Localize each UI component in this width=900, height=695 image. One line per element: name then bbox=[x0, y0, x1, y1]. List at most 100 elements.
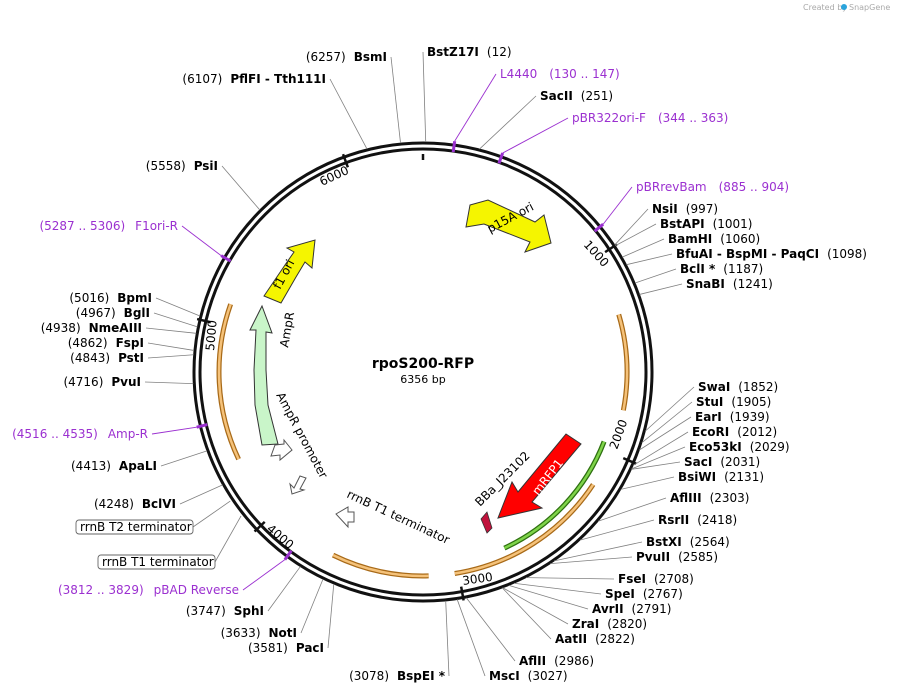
site-position: (2791) bbox=[632, 602, 672, 616]
primer-labels: L4440(130 .. 147)pBR322ori-F(344 .. 363)… bbox=[12, 67, 789, 597]
feature-ampr[interactable]: AmpR bbox=[249, 304, 297, 446]
leader-bsmi bbox=[390, 56, 401, 144]
site-position: (4862) bbox=[68, 336, 108, 350]
leader-eco53ki bbox=[631, 446, 686, 470]
site-position: (2822) bbox=[595, 632, 635, 646]
plasmid-length: 6356 bp bbox=[400, 373, 445, 386]
primer-mark-l4440 bbox=[451, 140, 457, 153]
primer-leader-f1ori-r bbox=[181, 225, 222, 256]
site-apali: (4413)ApaLI bbox=[71, 459, 157, 473]
site-labels: BstZ17I(12)SacII(251)NsiI(997)BstAPI(100… bbox=[41, 45, 867, 683]
tick-label-2000: 2000 bbox=[607, 418, 631, 451]
site-name: MscI bbox=[489, 669, 520, 683]
feature-rrnb-t1-small-arrow[interactable] bbox=[289, 475, 307, 495]
feature-f1-ori[interactable]: f1 ori bbox=[263, 239, 316, 304]
site-name: BamHI bbox=[668, 232, 712, 246]
site-position: (2131) bbox=[724, 470, 764, 484]
site-position: (12) bbox=[487, 45, 512, 59]
leader-bcli bbox=[634, 268, 677, 284]
site-sacii: SacII(251) bbox=[540, 89, 613, 103]
site-name: PstI bbox=[118, 351, 144, 365]
site-psii: (5558)PsiI bbox=[146, 159, 218, 173]
leader-bpmi bbox=[155, 297, 201, 317]
feature-label-rrnb-t1-terminator: rrnB T1 terminator bbox=[345, 487, 452, 547]
site-paci: (3581)PacI bbox=[248, 641, 324, 655]
site-bstapi: BstAPI(1001) bbox=[660, 217, 752, 231]
feature-rrnb-t1-terminator[interactable]: rrnB T1 terminator bbox=[335, 487, 452, 547]
primer-leader-pbr322ori-f bbox=[502, 117, 569, 154]
site-position: (1905) bbox=[731, 395, 771, 409]
site-bclvi: (4248)BclVI bbox=[94, 497, 176, 511]
site-aflii: AflII(2986) bbox=[519, 654, 594, 668]
tick-1000 bbox=[604, 243, 618, 254]
site-pflfi-tth111i: (6107)PflFI - Tth111I bbox=[182, 72, 326, 86]
site-position: (2029) bbox=[750, 440, 790, 454]
site-spei: SpeI(2767) bbox=[605, 587, 683, 601]
leader-bspei bbox=[445, 600, 450, 677]
leader-bstapi bbox=[615, 223, 657, 247]
site-psti: (4843) PstI bbox=[70, 351, 144, 365]
site-position: (2012) bbox=[737, 425, 777, 439]
site-position: (6107) bbox=[182, 72, 222, 86]
site-msci: MscI(3027) bbox=[489, 669, 568, 683]
leader-rsrii bbox=[579, 519, 655, 541]
site-name: BfuAI - BspMI - PaqCI bbox=[676, 247, 819, 261]
site-position: (4938) bbox=[41, 321, 81, 335]
site-bsmi: (6257)BsmI bbox=[306, 50, 387, 64]
tick-label-4000: 4000 bbox=[264, 522, 296, 552]
site-name: AatII bbox=[555, 632, 587, 646]
site-position: (4843) bbox=[70, 351, 110, 365]
site-name: PsiI bbox=[194, 159, 218, 173]
site-position: (2767) bbox=[643, 587, 683, 601]
leader-aflii bbox=[466, 597, 516, 662]
site-name: BpmI bbox=[117, 291, 152, 305]
site-name: BsmI bbox=[354, 50, 387, 64]
leader-ecori bbox=[632, 431, 689, 466]
plasmid-name: rpoS200-RFP bbox=[372, 356, 474, 372]
site-position: (997) bbox=[686, 202, 718, 216]
primer-pbrrevbam: pBRrevBam(885 .. 904) bbox=[636, 180, 789, 194]
site-aatii: AatII (2822) bbox=[555, 632, 635, 646]
site-bstxi: BstXI(2564) bbox=[646, 535, 730, 549]
feature-ampr-promoter[interactable]: AmpR promoter bbox=[270, 390, 331, 481]
site-position: (1939) bbox=[730, 410, 770, 424]
site-name: ApaLI bbox=[119, 459, 157, 473]
leader-pvuii bbox=[550, 556, 633, 564]
primer-mark-pbr322ori-f bbox=[497, 152, 505, 164]
primer-name: Amp-R bbox=[108, 427, 148, 441]
boxed-label-rrnb-t1-terminator-1: rrnB T1 terminator bbox=[102, 555, 214, 569]
site-name: SnaBI bbox=[686, 277, 725, 291]
primer-leader-amp-r bbox=[151, 426, 197, 435]
leader-psti bbox=[147, 354, 194, 359]
tick-label-3000: 3000 bbox=[461, 570, 493, 588]
snapgene-logo-icon bbox=[841, 4, 847, 10]
feature-label-ampr-promoter: AmpR promoter bbox=[273, 390, 330, 481]
boxed-label-frame bbox=[75, 519, 194, 535]
site-position: (2708) bbox=[654, 572, 694, 586]
primer-f1ori-r: (5287 .. 5306)F1ori-R bbox=[39, 219, 178, 233]
site-position: (2585) bbox=[678, 550, 718, 564]
leader-bsiwi bbox=[620, 476, 675, 490]
site-name: StuI bbox=[696, 395, 723, 409]
site-pvui: (4716)PvuI bbox=[63, 375, 141, 389]
tick-5000 bbox=[196, 317, 212, 324]
site-name: BstXI bbox=[646, 535, 682, 549]
leader-swai bbox=[645, 386, 695, 432]
tick-4000 bbox=[253, 520, 266, 533]
site-name: EcoRI bbox=[692, 425, 729, 439]
site-swai: SwaI(1852) bbox=[698, 380, 778, 394]
primer-name: L4440 bbox=[500, 67, 537, 81]
leader-bstz17i bbox=[422, 51, 427, 143]
leader-stui bbox=[641, 401, 693, 443]
site-pvuii: PvuII(2585) bbox=[636, 550, 718, 564]
primer-amp-r: (4516 .. 4535) Amp-R bbox=[12, 427, 148, 441]
feature-p15a-ori[interactable]: p15A ori bbox=[465, 199, 552, 253]
site-fspi: (4862)FspI bbox=[68, 336, 144, 350]
primer-mark-pbrrevbam bbox=[593, 223, 605, 233]
site-bsiwi: BsiWI(2131) bbox=[678, 470, 764, 484]
site-bstz17i: BstZ17I(12) bbox=[427, 45, 512, 59]
site-sphi: (3747)SphI bbox=[186, 604, 264, 618]
primer-l4440: L4440(130 .. 147) bbox=[500, 67, 620, 81]
primer-range: (4516 .. 4535) bbox=[12, 427, 98, 441]
